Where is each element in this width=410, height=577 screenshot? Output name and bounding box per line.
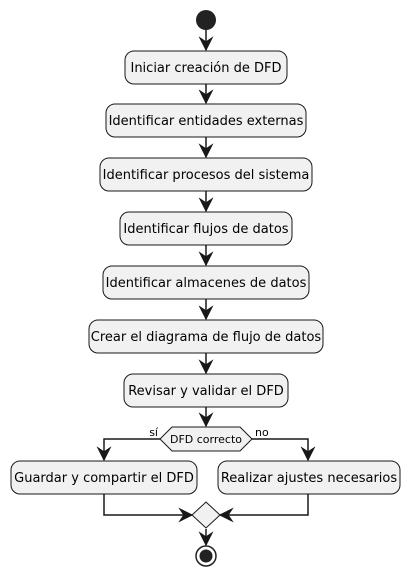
no-action: Realizar ajustes necesarios <box>217 460 401 495</box>
step-2-label: Identificar entidades externas <box>109 114 304 129</box>
connectors <box>96 30 316 547</box>
decision-no-label: no <box>255 426 269 439</box>
start-node <box>196 10 216 30</box>
step-2: Identificar entidades externas <box>105 103 307 138</box>
step-3-label: Identificar procesos del sistema <box>103 168 310 183</box>
step-4-label: Identificar flujos de datos <box>123 222 288 237</box>
step-5: Identificar almacenes de datos <box>102 265 310 300</box>
step-7: Revisar y validar el DFD <box>123 373 289 408</box>
yes-action: Guardar y compartir el DFD <box>10 460 198 495</box>
step-1: Iniciar creación de DFD <box>124 50 288 85</box>
decision-node: DFD correcto <box>159 426 253 452</box>
no-action-label: Realizar ajustes necesarios <box>221 471 398 486</box>
step-4: Identificar flujos de datos <box>119 211 293 246</box>
connector-no-merge <box>218 494 309 523</box>
decision-label: DFD correcto <box>170 433 242 446</box>
merge-node <box>191 501 221 529</box>
end-node <box>195 545 217 567</box>
connector-yes-merge <box>103 494 194 523</box>
step-3: Identificar procesos del sistema <box>99 157 313 192</box>
step-1-label: Iniciar creación de DFD <box>130 61 281 76</box>
yes-action-label: Guardar y compartir el DFD <box>14 471 194 486</box>
decision-yes-label: sí <box>149 426 159 439</box>
connector-decision-no <box>252 438 316 462</box>
step-6-label: Crear el diagrama de flujo de datos <box>91 330 322 345</box>
step-6: Crear el diagrama de flujo de datos <box>88 319 324 354</box>
connector-decision-yes <box>96 438 160 462</box>
step-7-label: Revisar y validar el DFD <box>128 384 284 399</box>
step-5-label: Identificar almacenes de datos <box>106 276 307 291</box>
